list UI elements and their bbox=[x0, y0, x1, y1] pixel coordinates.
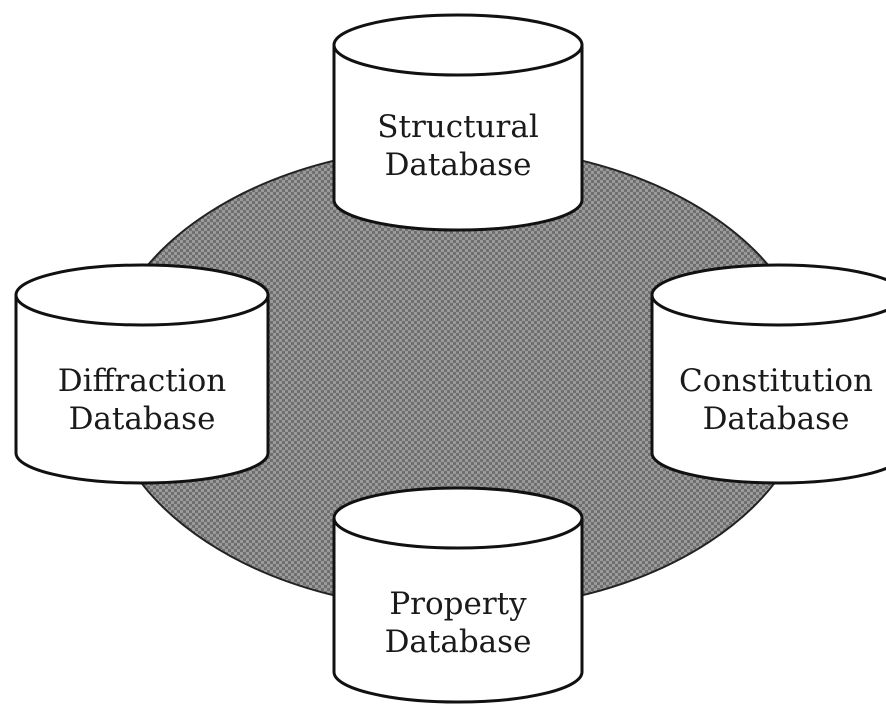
constitution-database-cylinder: Constitution Database bbox=[650, 263, 886, 485]
structural-database-label-line2: Database bbox=[385, 147, 532, 183]
constitution-database-label-line2: Database bbox=[703, 401, 850, 437]
diffraction-database-label-line2: Database bbox=[69, 401, 216, 437]
structural-database-cylinder: Structural Database bbox=[332, 13, 584, 232]
diffraction-database-label-line1: Diffraction bbox=[58, 363, 226, 399]
constitution-database-label-line1: Constitution bbox=[679, 363, 873, 399]
property-database-label-line2: Database bbox=[385, 624, 532, 660]
property-database-cylinder: Property Database bbox=[332, 486, 584, 704]
diffraction-database-cylinder: Diffraction Database bbox=[14, 263, 270, 485]
structural-database-label-line1: Structural bbox=[377, 109, 538, 145]
property-database-label-line1: Property bbox=[389, 586, 527, 622]
